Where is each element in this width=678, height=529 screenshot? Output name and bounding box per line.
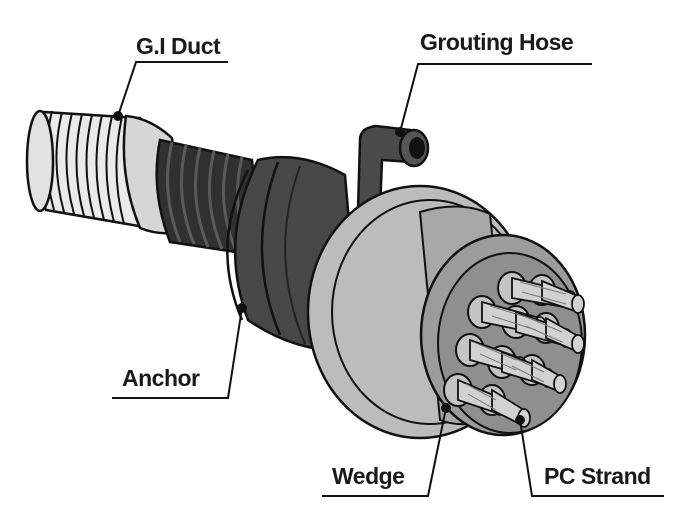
grouting-hose <box>356 124 430 212</box>
leader-wedge <box>322 407 447 497</box>
leader-lines <box>112 61 664 497</box>
label-pc-strand: PC Strand <box>544 463 651 489</box>
gi-duct <box>25 109 152 230</box>
leader-pc-strand <box>519 419 664 497</box>
strand-array <box>443 271 585 428</box>
label-grouting-hose: Grouting Hose <box>420 29 573 55</box>
label-wedge: Wedge <box>332 463 404 489</box>
leader-grouting-hose <box>399 63 592 133</box>
label-gi-duct: G.I Duct <box>136 33 221 59</box>
leader-dots <box>113 111 525 425</box>
label-anchor: Anchor <box>122 365 200 391</box>
leader-anchor <box>112 307 243 399</box>
leader-gi-duct <box>117 61 228 117</box>
